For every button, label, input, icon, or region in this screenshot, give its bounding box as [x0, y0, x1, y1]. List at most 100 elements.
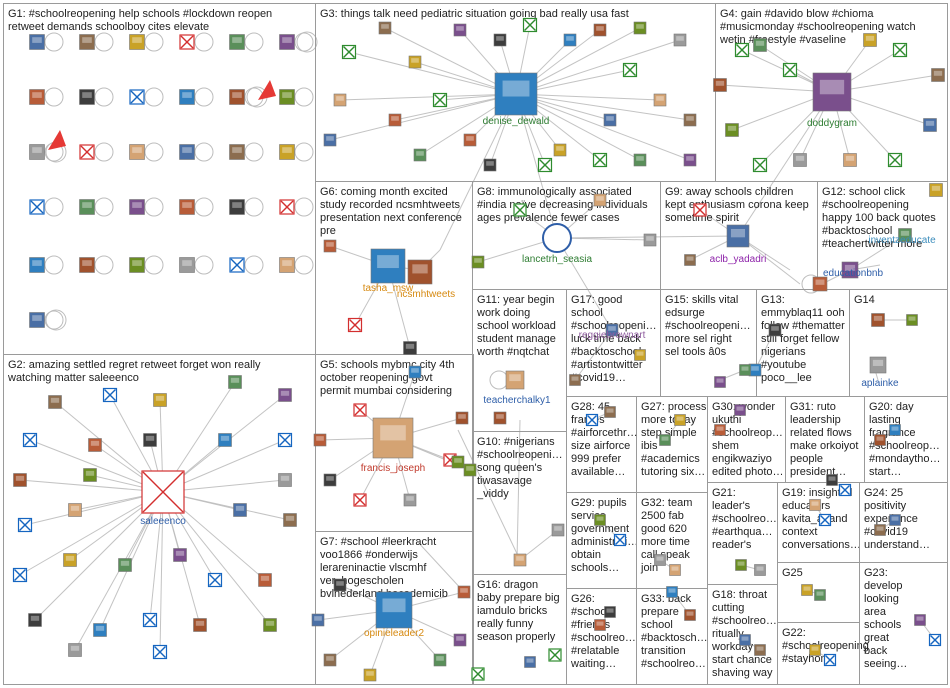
- g2-user-node[interactable]: [233, 503, 247, 517]
- g1-user-node[interactable]: [29, 34, 45, 50]
- g1-user-node[interactable]: [129, 257, 145, 273]
- g3-user-node[interactable]: [378, 21, 392, 35]
- g7-user-node[interactable]: [311, 613, 325, 627]
- g5-user-node[interactable]: [313, 433, 327, 447]
- g2-user-node[interactable]: [88, 438, 102, 452]
- user-node[interactable]: [906, 314, 918, 326]
- g4-user-node[interactable]: [782, 62, 798, 78]
- g2-user-node[interactable]: [102, 387, 118, 403]
- user-node[interactable]: [513, 553, 527, 567]
- small-group-node[interactable]: [809, 499, 821, 511]
- g3-user-node[interactable]: [483, 158, 497, 172]
- small-group-node[interactable]: [585, 413, 599, 427]
- g3-user-node[interactable]: [593, 23, 607, 37]
- g1-user-node[interactable]: [129, 199, 145, 215]
- small-group-node[interactable]: [754, 644, 766, 656]
- g2-user-node[interactable]: [68, 643, 82, 657]
- g1-user-node[interactable]: [79, 34, 95, 50]
- aclb-yadadri-node[interactable]: [726, 224, 750, 248]
- user-node[interactable]: [403, 341, 417, 355]
- g4-user-node[interactable]: [752, 157, 768, 173]
- g3-user-node[interactable]: [522, 17, 538, 33]
- educationbnb-node[interactable]: [841, 261, 859, 279]
- g1-user-node[interactable]: [29, 257, 45, 273]
- g3-user-node[interactable]: [563, 33, 577, 47]
- g3-user-node[interactable]: [493, 33, 507, 47]
- g3-user-node[interactable]: [463, 133, 477, 147]
- user-node-placeholder[interactable]: [347, 317, 363, 333]
- g3-user-node[interactable]: [333, 93, 347, 107]
- g1-user-node[interactable]: [279, 199, 295, 215]
- small-group-node[interactable]: [826, 474, 838, 486]
- g1-user-node[interactable]: [229, 199, 245, 215]
- g5-user-node[interactable]: [455, 411, 469, 425]
- g2-user-node[interactable]: [143, 433, 157, 447]
- g1-user-node[interactable]: [229, 144, 245, 160]
- g3-user-node[interactable]: [537, 157, 553, 173]
- g4-user-node[interactable]: [713, 78, 727, 92]
- g2-user-node[interactable]: [68, 503, 82, 517]
- g1-user-node[interactable]: [179, 257, 195, 273]
- g2-user-node[interactable]: [173, 548, 187, 562]
- small-group-node[interactable]: [823, 653, 837, 667]
- g4-user-node[interactable]: [863, 33, 877, 47]
- g2-user-node[interactable]: [83, 468, 97, 482]
- small-group-node[interactable]: [669, 564, 681, 576]
- user-node[interactable]: [634, 349, 646, 361]
- small-group-node[interactable]: [659, 434, 671, 446]
- small-group-node[interactable]: [735, 559, 747, 571]
- g3-user-node[interactable]: [453, 23, 467, 37]
- user-node[interactable]: [643, 233, 657, 247]
- user-node[interactable]: [524, 656, 536, 668]
- g2-user-node[interactable]: [12, 567, 28, 583]
- g2-user-node[interactable]: [142, 612, 158, 628]
- small-group-node[interactable]: [928, 633, 942, 647]
- tasha-msw-hub-node[interactable]: [370, 248, 406, 284]
- user-node[interactable]: [714, 376, 726, 388]
- g1-user-node[interactable]: [179, 144, 195, 160]
- g3-user-node[interactable]: [592, 152, 608, 168]
- user-node[interactable]: [569, 374, 581, 386]
- g2-user-node[interactable]: [152, 644, 168, 660]
- small-group-node[interactable]: [874, 434, 886, 446]
- g4-user-node[interactable]: [734, 42, 750, 58]
- user-node[interactable]: [898, 228, 912, 242]
- doddygram-hub-node[interactable]: [812, 72, 852, 112]
- user-node[interactable]: [768, 323, 782, 337]
- g5-user-node[interactable]: [353, 403, 367, 417]
- g2-user-node[interactable]: [283, 513, 297, 527]
- g2-user-node[interactable]: [63, 553, 77, 567]
- user-node[interactable]: [605, 323, 619, 337]
- g1-user-node[interactable]: [129, 34, 145, 50]
- g3-user-node[interactable]: [633, 153, 647, 167]
- g4-user-node[interactable]: [923, 118, 937, 132]
- g1-user-node[interactable]: [79, 89, 95, 105]
- g5-user-node[interactable]: [353, 493, 367, 507]
- g5-user-node[interactable]: [463, 463, 477, 477]
- small-group-node[interactable]: [666, 586, 678, 598]
- user-node[interactable]: [493, 411, 507, 425]
- g3-user-node[interactable]: [683, 153, 697, 167]
- g3-user-node[interactable]: [603, 113, 617, 127]
- g2-user-node[interactable]: [48, 395, 62, 409]
- g7-user-node[interactable]: [457, 585, 471, 599]
- g2-user-node[interactable]: [13, 473, 27, 487]
- g7-user-node[interactable]: [323, 653, 337, 667]
- francis-joseph-hub-node[interactable]: [372, 417, 414, 459]
- user-node[interactable]: [929, 183, 943, 197]
- g5-user-node[interactable]: [323, 473, 337, 487]
- small-group-node[interactable]: [714, 424, 726, 436]
- small-group-node[interactable]: [734, 404, 746, 416]
- small-group-node[interactable]: [613, 533, 627, 547]
- g2-user-node[interactable]: [22, 432, 38, 448]
- g1-user-node[interactable]: [279, 144, 295, 160]
- g7-user-node[interactable]: [453, 633, 467, 647]
- g2-user-node[interactable]: [93, 623, 107, 637]
- small-group-node[interactable]: [654, 554, 666, 566]
- g1-user-node[interactable]: [29, 199, 45, 215]
- small-group-node[interactable]: [674, 414, 686, 426]
- user-node[interactable]: [684, 254, 696, 266]
- user-node-placeholder[interactable]: [693, 203, 707, 217]
- g5-user-node[interactable]: [408, 365, 422, 379]
- g1-user-node[interactable]: [179, 89, 195, 105]
